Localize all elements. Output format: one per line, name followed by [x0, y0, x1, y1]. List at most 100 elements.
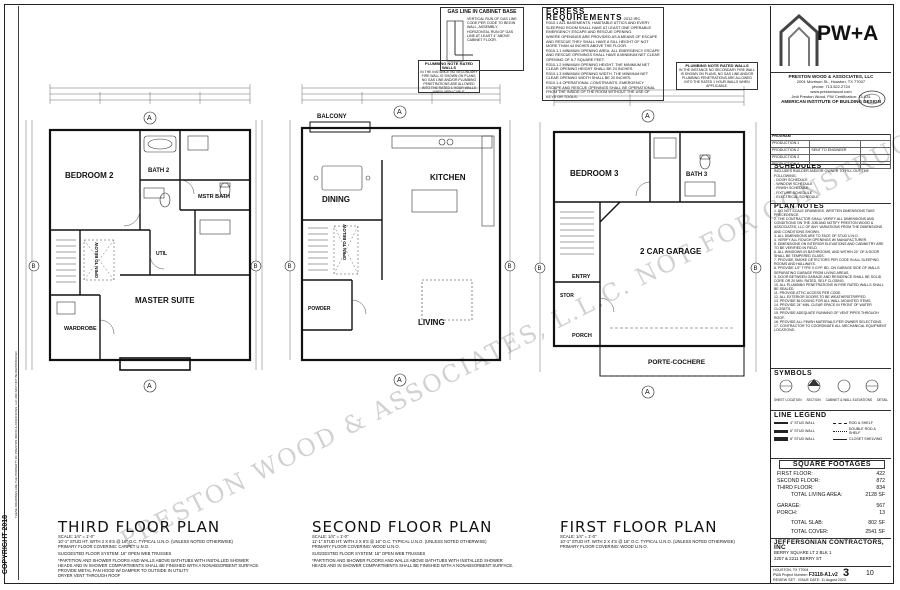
svg-text:A: A [645, 113, 650, 120]
firm-members: Jedi Preston Wood, PW Certification: 13-… [791, 94, 871, 99]
issue-date: 11 August 2023 [821, 578, 846, 582]
sheet-number: 3 [843, 567, 850, 579]
room-2-car-garage: 2 CAR GARAGE [640, 247, 702, 256]
sqft-value: 2128 SF [865, 492, 885, 498]
sqft-value: 13 [879, 510, 885, 516]
note-line: SUGGESTED FLOOR SYSTEM: 16" OPEN WEB TRU… [58, 551, 172, 556]
gas-detail-drawing: VERTICAL RUN OF GAS LINE CODE PER CODE T… [446, 17, 517, 62]
sqft-value: 834 [876, 485, 885, 491]
plan-note: 3. ALL DIMENSIONS ARE TO FACE OF STUD U.… [774, 233, 859, 238]
note-line: *PARTITION AND SHOWER FLOORS AND WALLS A… [312, 558, 503, 563]
room-bedroom-3: BEDROOM 3 [570, 169, 619, 178]
rev-row: PRODUCTION 2 [771, 148, 811, 154]
plan-note: 17. CONTRACTOR TO COORDINATE ALL MECHANI… [774, 323, 887, 332]
sqft-value: 2541 SF [865, 529, 885, 535]
room-open-to-below: OPEN TO BELOW [94, 242, 99, 278]
line-legend-title: LINE LEGEND [774, 412, 827, 419]
sqft-label: FIRST FLOOR: [777, 471, 813, 477]
egress-line: R310.1 ALL BASEMENTS, HABITABLE ATTICS A… [546, 21, 652, 35]
client-line3: HOUSTON, TX 77004 [773, 568, 809, 572]
room-kitchen: KITCHEN [430, 173, 466, 182]
note-line: SCALE: 1/4" = 1'-0" [312, 534, 349, 539]
egress-line: R310.1.2 MINIMUM OPENING HEIGHT. THE MIN… [546, 62, 650, 72]
egress-line: R310.1.3 MINIMUM OPENING WIDTH. THE MINI… [546, 71, 648, 81]
note-line: SUGGESTED FLOOR SYSTEM: 16" OPEN WEB TRU… [312, 551, 426, 556]
note-line: SCALE: 1/4" = 1'-0" [58, 534, 95, 539]
rev-row: PRODUCTION 1 [771, 141, 811, 147]
room-open-to-below: OPEN TO BELOW [342, 224, 347, 260]
plan-note: 16. PROVIDE ALL FINISH MATERIALS PER OWN… [774, 319, 883, 324]
symbol-label: DETAIL [877, 398, 888, 402]
plan-note: 2. THE CONTRACTOR SHALL VERIFY ALL DIMEN… [774, 217, 883, 234]
aibd-seal-icon [858, 90, 886, 108]
firm-web: www.prestonwood.com [810, 89, 852, 94]
egress-requirements-box: EGRESS REQUIREMENTS 2012 IRC R310.1 ALL … [542, 7, 664, 101]
svg-text:B: B [754, 266, 758, 272]
sqft-title: SQUARE FOOTAGES [779, 460, 885, 469]
symbols-drawing [779, 379, 879, 393]
client-line1: BERRY SQUARE LT 2 BLK 1 [774, 550, 832, 556]
third-floor-plan-title: THIRD FLOOR PLAN [58, 518, 221, 536]
plumbing-note-right-text: IN THE INSTANCE NO SECONDARY FIRE WALL I… [679, 68, 755, 88]
schedule-line: - FINISH SCHEDULE [774, 186, 809, 191]
svg-text:A: A [147, 115, 152, 122]
house-logo-icon [779, 13, 819, 66]
wall-6-swatch [774, 429, 788, 433]
plan-notes-title: PLAN NOTES [774, 204, 825, 210]
egress-line: R310.1.1 MINIMUM OPENING AREA. ALL EMERG… [546, 48, 660, 62]
room-powder: POWDER [308, 306, 331, 312]
plumbing-note-right-title: PLUMBING NOTE RATED WALLS [685, 63, 749, 68]
second-floor-plan-drawing: B B A A BALCONY DINING KITCHEN LIVING OP… [284, 84, 516, 387]
plan-note: 5. DIMENSIONS ON INTERIOR ELEVATIONS AND… [774, 241, 884, 250]
room-wardrobe: WARDROBE [64, 326, 97, 332]
sqft-label: PORCH: [777, 510, 798, 516]
firm-info: PRESTON WOOD & ASSOCIATES, LLC 2001 Morr… [771, 72, 891, 135]
schedule-line: - WINDOW SCHEDULE [774, 182, 813, 187]
egress-line: R310.1.4 OPERATIONAL CONSTRAINTS. EMERGE… [546, 80, 655, 99]
room-master-suite: MASTER SUITE [135, 296, 195, 305]
schedules-section: SCHEDULES INCLUDES BUILDER AND/OR OWNER … [771, 164, 891, 204]
room-bath-2: BATH 2 [148, 168, 170, 174]
sqft-label: TOTAL LIVING AREA: [791, 492, 843, 498]
symbol-label: CABINET & WALL ELEVATIONS [825, 398, 873, 402]
egress-code: 2012 IRC [623, 15, 641, 21]
schedule-line: - ELECTRICAL SCHEDULE [774, 195, 819, 200]
svg-text:A: A [397, 109, 402, 116]
first-floor-plan-drawing: B B A A BEDROOM 3 BATH 3 2 CAR GARAGE EN… [534, 86, 762, 399]
svg-text:B: B [32, 264, 36, 270]
sqft-value: 567 [876, 503, 885, 509]
side-fine-print: THESE DRAWINGS ARE THE PROPERTY OF PREST… [14, 351, 18, 518]
plan-note: 12. ALL EXTERIOR DOORS TO BE WEATHERSTRI… [774, 295, 867, 300]
project-label: PWA Project Number: [773, 573, 808, 577]
gas-callout-title: GAS LINE IN CABINET BASE [447, 9, 517, 15]
firm-phone: phone: 713.522.2724 [812, 84, 850, 89]
plan-note: 1. DO NOT SCALE DRAWINGS. WRITTEN DIMENS… [774, 209, 875, 218]
side-strip: COPYRIGHT 2018 THESE DRAWINGS ARE THE PR… [2, 6, 19, 580]
room-porch: PORCH [572, 333, 592, 339]
double-rod-swatch [833, 430, 847, 432]
symbols-section: SYMBOLS SHEET LOCATION SECTION CABINET &… [771, 369, 891, 411]
client-info: JEFFERSONIAN CONTRACTORS, INC BERRY SQUA… [771, 539, 891, 570]
sqft-value: 872 [876, 478, 885, 484]
rev-desc [810, 155, 862, 161]
note-line: HEADS AND IN SHOWER COMPARTMENTS SHALL B… [58, 563, 260, 568]
svg-text:A: A [147, 383, 152, 390]
wall-4-swatch [774, 422, 788, 424]
svg-text:B: B [288, 264, 292, 270]
copyright-text: COPYRIGHT 2018 [2, 514, 10, 575]
schedule-line: - DOOR SCHEDULE [774, 177, 808, 182]
review-label: REVIEW SET [773, 578, 796, 582]
rev-row: PRODUCTION 4 [771, 162, 811, 168]
plumbing-note-right: PLUMBING NOTE RATED WALLS IN THE INSTANC… [676, 62, 758, 90]
note-line: PRIMARY FLOOR COVERING: WOOD U.N.O. [560, 544, 648, 549]
plan-note: 11. PROVIDE ATTIC ACCESS PER CODE. [774, 290, 842, 295]
legend-label: 4" STUD WALL [790, 421, 815, 425]
note-line: SCALE: 1/4" = 1'-0" [560, 534, 597, 539]
svg-text:B: B [538, 266, 542, 272]
first-floor-plan-title: FIRST FLOOR PLAN [560, 518, 718, 536]
legend-label: 6" STUD WALL [790, 429, 815, 433]
legend-label: 8" STUD WALL [790, 437, 815, 441]
rev-desc [810, 162, 862, 168]
symbol-label: SHEET LOCATION [774, 398, 802, 402]
plan-note: 10. ALL PLUMBING PENETRATIONS IN FIRE RA… [774, 282, 884, 291]
